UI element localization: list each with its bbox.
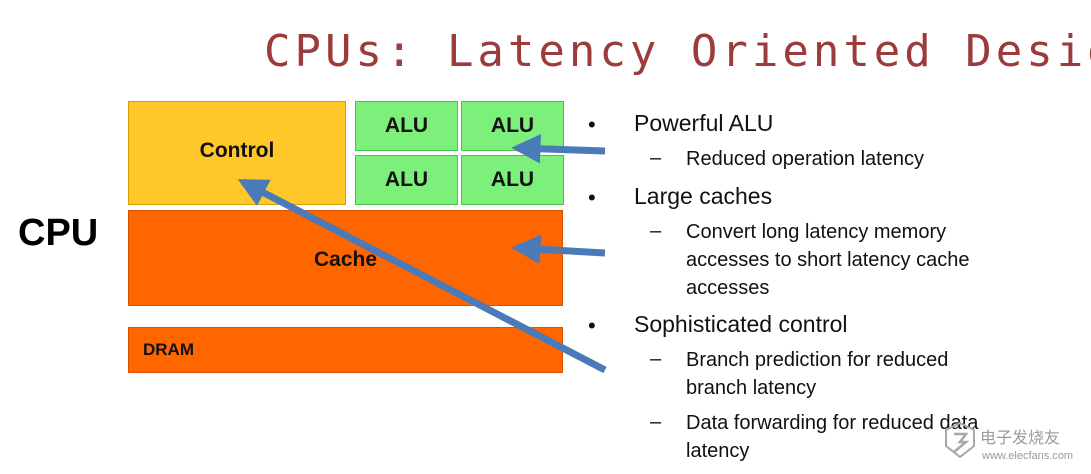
sub-dash: –: [650, 147, 662, 169]
control-block: Control: [128, 101, 346, 205]
sub-reduced-operation-latency: Reduced operation latency: [686, 148, 924, 170]
sub-dash: –: [650, 220, 662, 242]
elecfans-logo-icon: [945, 421, 975, 459]
bullet-large-caches: Large caches: [634, 183, 773, 209]
bullet-powerful-alu: Powerful ALU: [634, 110, 774, 136]
bullet-marker: •: [588, 112, 596, 137]
bullet-sophisticated-control: Sophisticated control: [634, 311, 848, 337]
sub-data-forwarding: Data forwarding for reduced data latency: [686, 412, 979, 462]
sub-dash: –: [650, 411, 662, 433]
control-arrow: [237, 178, 607, 374]
slide-title: CPUs: Latency Oriented Design: [264, 26, 1091, 77]
cache-arrow: [511, 234, 606, 265]
watermark-name: 电子发烧友: [980, 428, 1061, 447]
alu-block: ALU: [355, 155, 458, 205]
sub-convert-latency: Convert long latency memory accesses to …: [686, 221, 970, 299]
sub-dash: –: [650, 348, 662, 370]
dram-block: DRAM: [128, 327, 563, 373]
alu-arrow: [511, 134, 606, 164]
watermark: 电子发烧友 www.elecfans.com: [940, 418, 1080, 470]
bullet-marker: •: [588, 313, 596, 338]
cpu-label: CPU: [18, 212, 99, 254]
alu-block: ALU: [355, 101, 458, 151]
cache-block: Cache: [128, 210, 563, 306]
bullet-marker: •: [588, 185, 596, 210]
sub-branch-prediction: Branch prediction for reduced branch lat…: [686, 349, 949, 399]
watermark-url: www.elecfans.com: [982, 450, 1074, 462]
